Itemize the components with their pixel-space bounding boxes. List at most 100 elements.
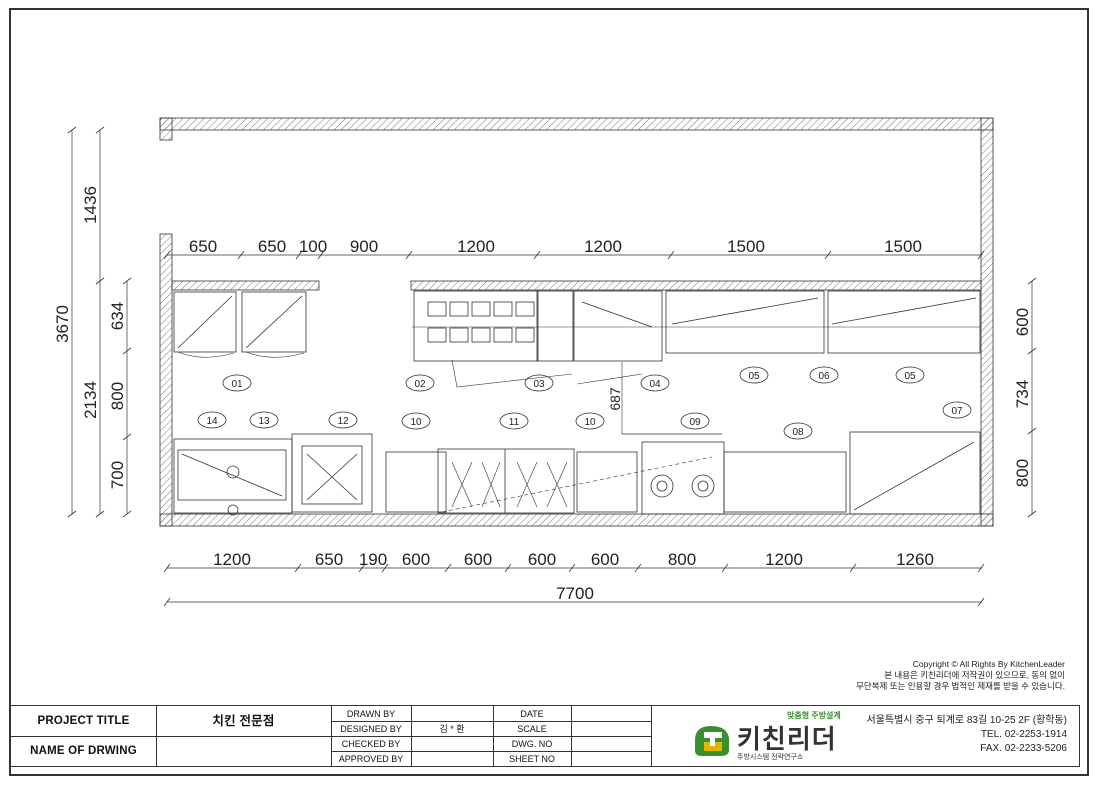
left-dim-aisle: 800 <box>108 382 127 410</box>
item-tag: 09 <box>680 412 710 430</box>
item-tag: 03 <box>524 374 554 392</box>
bottom-wall <box>159 513 994 527</box>
item-tag-label: 03 <box>533 379 545 390</box>
kitchen-floor-plan: 650 650 100 900 1200 1200 1500 1500 1200… <box>53 117 1037 607</box>
company-contact: 서울특별시 중구 퇴계로 83길 10-25 2F (황학동) TEL. 02-… <box>867 714 1068 756</box>
top-dim: 1200 <box>584 237 622 256</box>
logo-slogan: 맞춤형 주방설계 <box>787 711 841 720</box>
bottom-dim: 600 <box>528 550 556 569</box>
copyright-line: 본 내용은 키친리더에 저작권이 있으므로, 동의 없이 <box>884 670 1065 680</box>
item-tag: 12 <box>328 411 358 429</box>
lower-units <box>173 362 981 516</box>
bottom-dim: 600 <box>402 550 430 569</box>
item-tag-label: 10 <box>410 417 422 428</box>
logo-subtitle: 주방시스템 전략연구소 <box>737 754 804 761</box>
right-wall <box>980 117 994 527</box>
item-tag: 04 <box>640 374 670 392</box>
item-tag-label: 09 <box>689 417 701 428</box>
item-tag-label: 05 <box>904 371 916 382</box>
item-tag-label: 02 <box>414 379 426 390</box>
partition-right <box>410 280 982 291</box>
item-tag-label: 12 <box>337 416 349 427</box>
item-tag-label: 11 <box>509 417 520 428</box>
item-tag: 10 <box>401 412 431 430</box>
item-tag: 07 <box>942 401 972 419</box>
table-10b <box>576 451 638 513</box>
dwg-no-label: DWG. NO <box>511 738 553 749</box>
top-dim: 1200 <box>457 237 495 256</box>
copyright-notice: Copyright © All Rights By KitchenLeader … <box>856 659 1065 692</box>
item-tag-label: 10 <box>584 417 596 428</box>
dish-rack-12 <box>291 433 373 513</box>
table-08 <box>723 451 847 513</box>
date-label: DATE <box>520 708 544 719</box>
project-name-field <box>156 736 331 766</box>
unit-03 <box>536 290 574 362</box>
bottom-dim: 600 <box>591 550 619 569</box>
top-dim: 100 <box>299 237 327 256</box>
right-dim-aisle: 734 <box>1013 380 1032 408</box>
total-dim: 7700 <box>556 584 594 603</box>
unit-04 <box>573 290 663 362</box>
item-tags: 01 02 03 04 05 06 05 07 08 09 10 11 10 1… <box>197 366 972 440</box>
fridge-unit-01b <box>241 291 307 353</box>
left-dim-lower: 2134 <box>81 381 100 419</box>
dimension-lines <box>71 130 1033 603</box>
logo-name: 키친리더 <box>737 725 837 755</box>
bottom-dim: 1200 <box>213 550 251 569</box>
inner-dim: 687 <box>607 387 623 411</box>
drawing-sheet: 650 650 100 900 1200 1200 1500 1500 1200… <box>9 8 1089 776</box>
bain-marie-02 <box>413 290 539 362</box>
dimension-ticks <box>67 126 1037 607</box>
sheet-no-label: SHEET NO <box>509 753 555 764</box>
copyright-line: 무단복제 또는 인용할 경우 법적인 제재를 받을 수 있습니다. <box>856 681 1065 691</box>
left-dim-top: 1436 <box>81 186 100 224</box>
bottom-dim: 190 <box>359 550 387 569</box>
item-tag: 01 <box>222 374 252 392</box>
title-block: PROJECT TITLE NAME OF DRWING 치킨 전문점 DRAW… <box>10 705 1080 767</box>
bottom-dim: 800 <box>668 550 696 569</box>
unit-05b <box>827 290 981 354</box>
unit-05a <box>665 290 825 354</box>
left-dim-outer: 3670 <box>53 305 72 343</box>
item-tag-label: 06 <box>818 371 830 382</box>
item-tag: 13 <box>249 411 279 429</box>
item-tag-label: 04 <box>649 379 661 390</box>
designed-by-label: DESIGNED BY <box>340 723 402 734</box>
item-tag: 05 <box>739 366 769 384</box>
name-of-drawing-label: NAME OF DRWING <box>30 745 137 757</box>
top-dim: 650 <box>258 237 286 256</box>
left-wall <box>159 233 173 527</box>
copyright-line: Copyright © All Rights By KitchenLeader <box>912 659 1065 669</box>
left-dim-lower-unit: 700 <box>108 461 127 489</box>
company-address: 서울특별시 중구 퇴계로 83길 10-25 2F (황학동) <box>866 715 1068 726</box>
top-dim: 1500 <box>884 237 922 256</box>
item-tag: 05 <box>895 366 925 384</box>
item-tag: 14 <box>197 411 227 429</box>
bottom-dim: 1200 <box>765 550 803 569</box>
bottom-dim: 1260 <box>896 550 934 569</box>
unit-07 <box>849 431 981 515</box>
right-dim-lower-unit: 800 <box>1013 459 1032 487</box>
item-tag: 10 <box>575 412 605 430</box>
company-fax: FAX. 02-2233-5206 <box>980 743 1067 754</box>
right-dim-upper-unit: 600 <box>1013 308 1032 336</box>
dimension-labels: 650 650 100 900 1200 1200 1500 1500 1200… <box>53 186 1032 603</box>
top-wall <box>159 117 994 131</box>
fridge-unit-01a <box>173 291 237 353</box>
company-tel: TEL. 02-2253-1914 <box>980 729 1067 740</box>
item-tag: 02 <box>405 374 435 392</box>
top-dim: 1500 <box>727 237 765 256</box>
checked-by-label: CHECKED BY <box>341 738 401 749</box>
top-dim: 900 <box>350 237 378 256</box>
table-10a <box>385 451 447 513</box>
item-tag: 11 <box>499 412 529 430</box>
upper-units <box>173 290 981 388</box>
project-title-label: PROJECT TITLE <box>37 715 130 727</box>
item-tag-label: 13 <box>258 416 270 427</box>
item-tag: 08 <box>783 422 813 440</box>
bottom-dim: 650 <box>315 550 343 569</box>
drawn-by-label: DRAWN BY <box>346 708 396 719</box>
scale-label: SCALE <box>517 723 547 734</box>
project-title-value: 치킨 전문점 <box>212 713 275 728</box>
